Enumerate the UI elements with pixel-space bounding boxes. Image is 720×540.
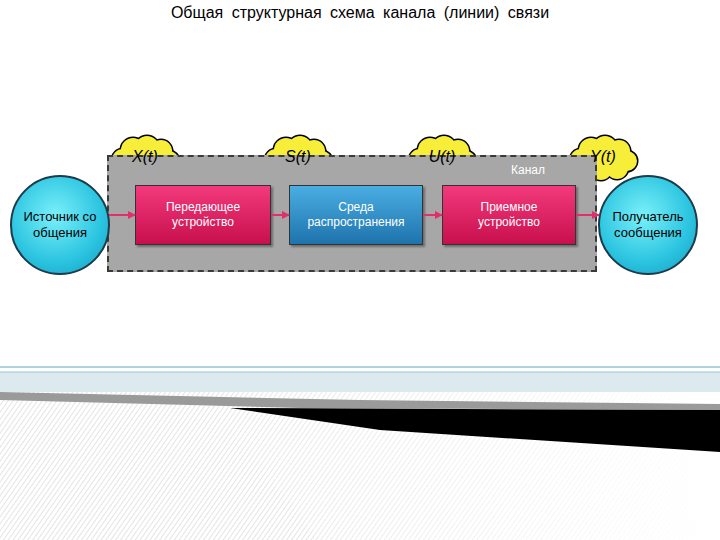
- signal-name: Y(t): [571, 148, 635, 166]
- source-circle: Источник сообщения: [10, 175, 110, 275]
- node-text: Среда распространения: [290, 200, 422, 230]
- process-box: Передающее устройство: [135, 185, 271, 245]
- region-label: Канал: [511, 163, 545, 177]
- signal-name: U(t): [410, 148, 474, 166]
- node-text: Передающее устройство: [136, 200, 270, 230]
- channel-region: КаналПередающее устройство Среда распрост…: [107, 155, 597, 272]
- process-box: Приемное устройство: [442, 185, 576, 245]
- receiver-circle: Получатель сообщения: [598, 175, 698, 275]
- node-text: Приемное устройство: [443, 200, 575, 230]
- node-text: Источник сообщения: [23, 209, 97, 241]
- node-text: Получатель сообщения: [611, 209, 685, 241]
- signal-name: X(t): [113, 148, 177, 166]
- process-box: Среда распространения: [289, 185, 423, 245]
- footer-decoration: [0, 367, 720, 540]
- diagram-title: Общая структурная схема канала (линии) с…: [0, 4, 720, 22]
- signal-name: S(t): [266, 148, 330, 166]
